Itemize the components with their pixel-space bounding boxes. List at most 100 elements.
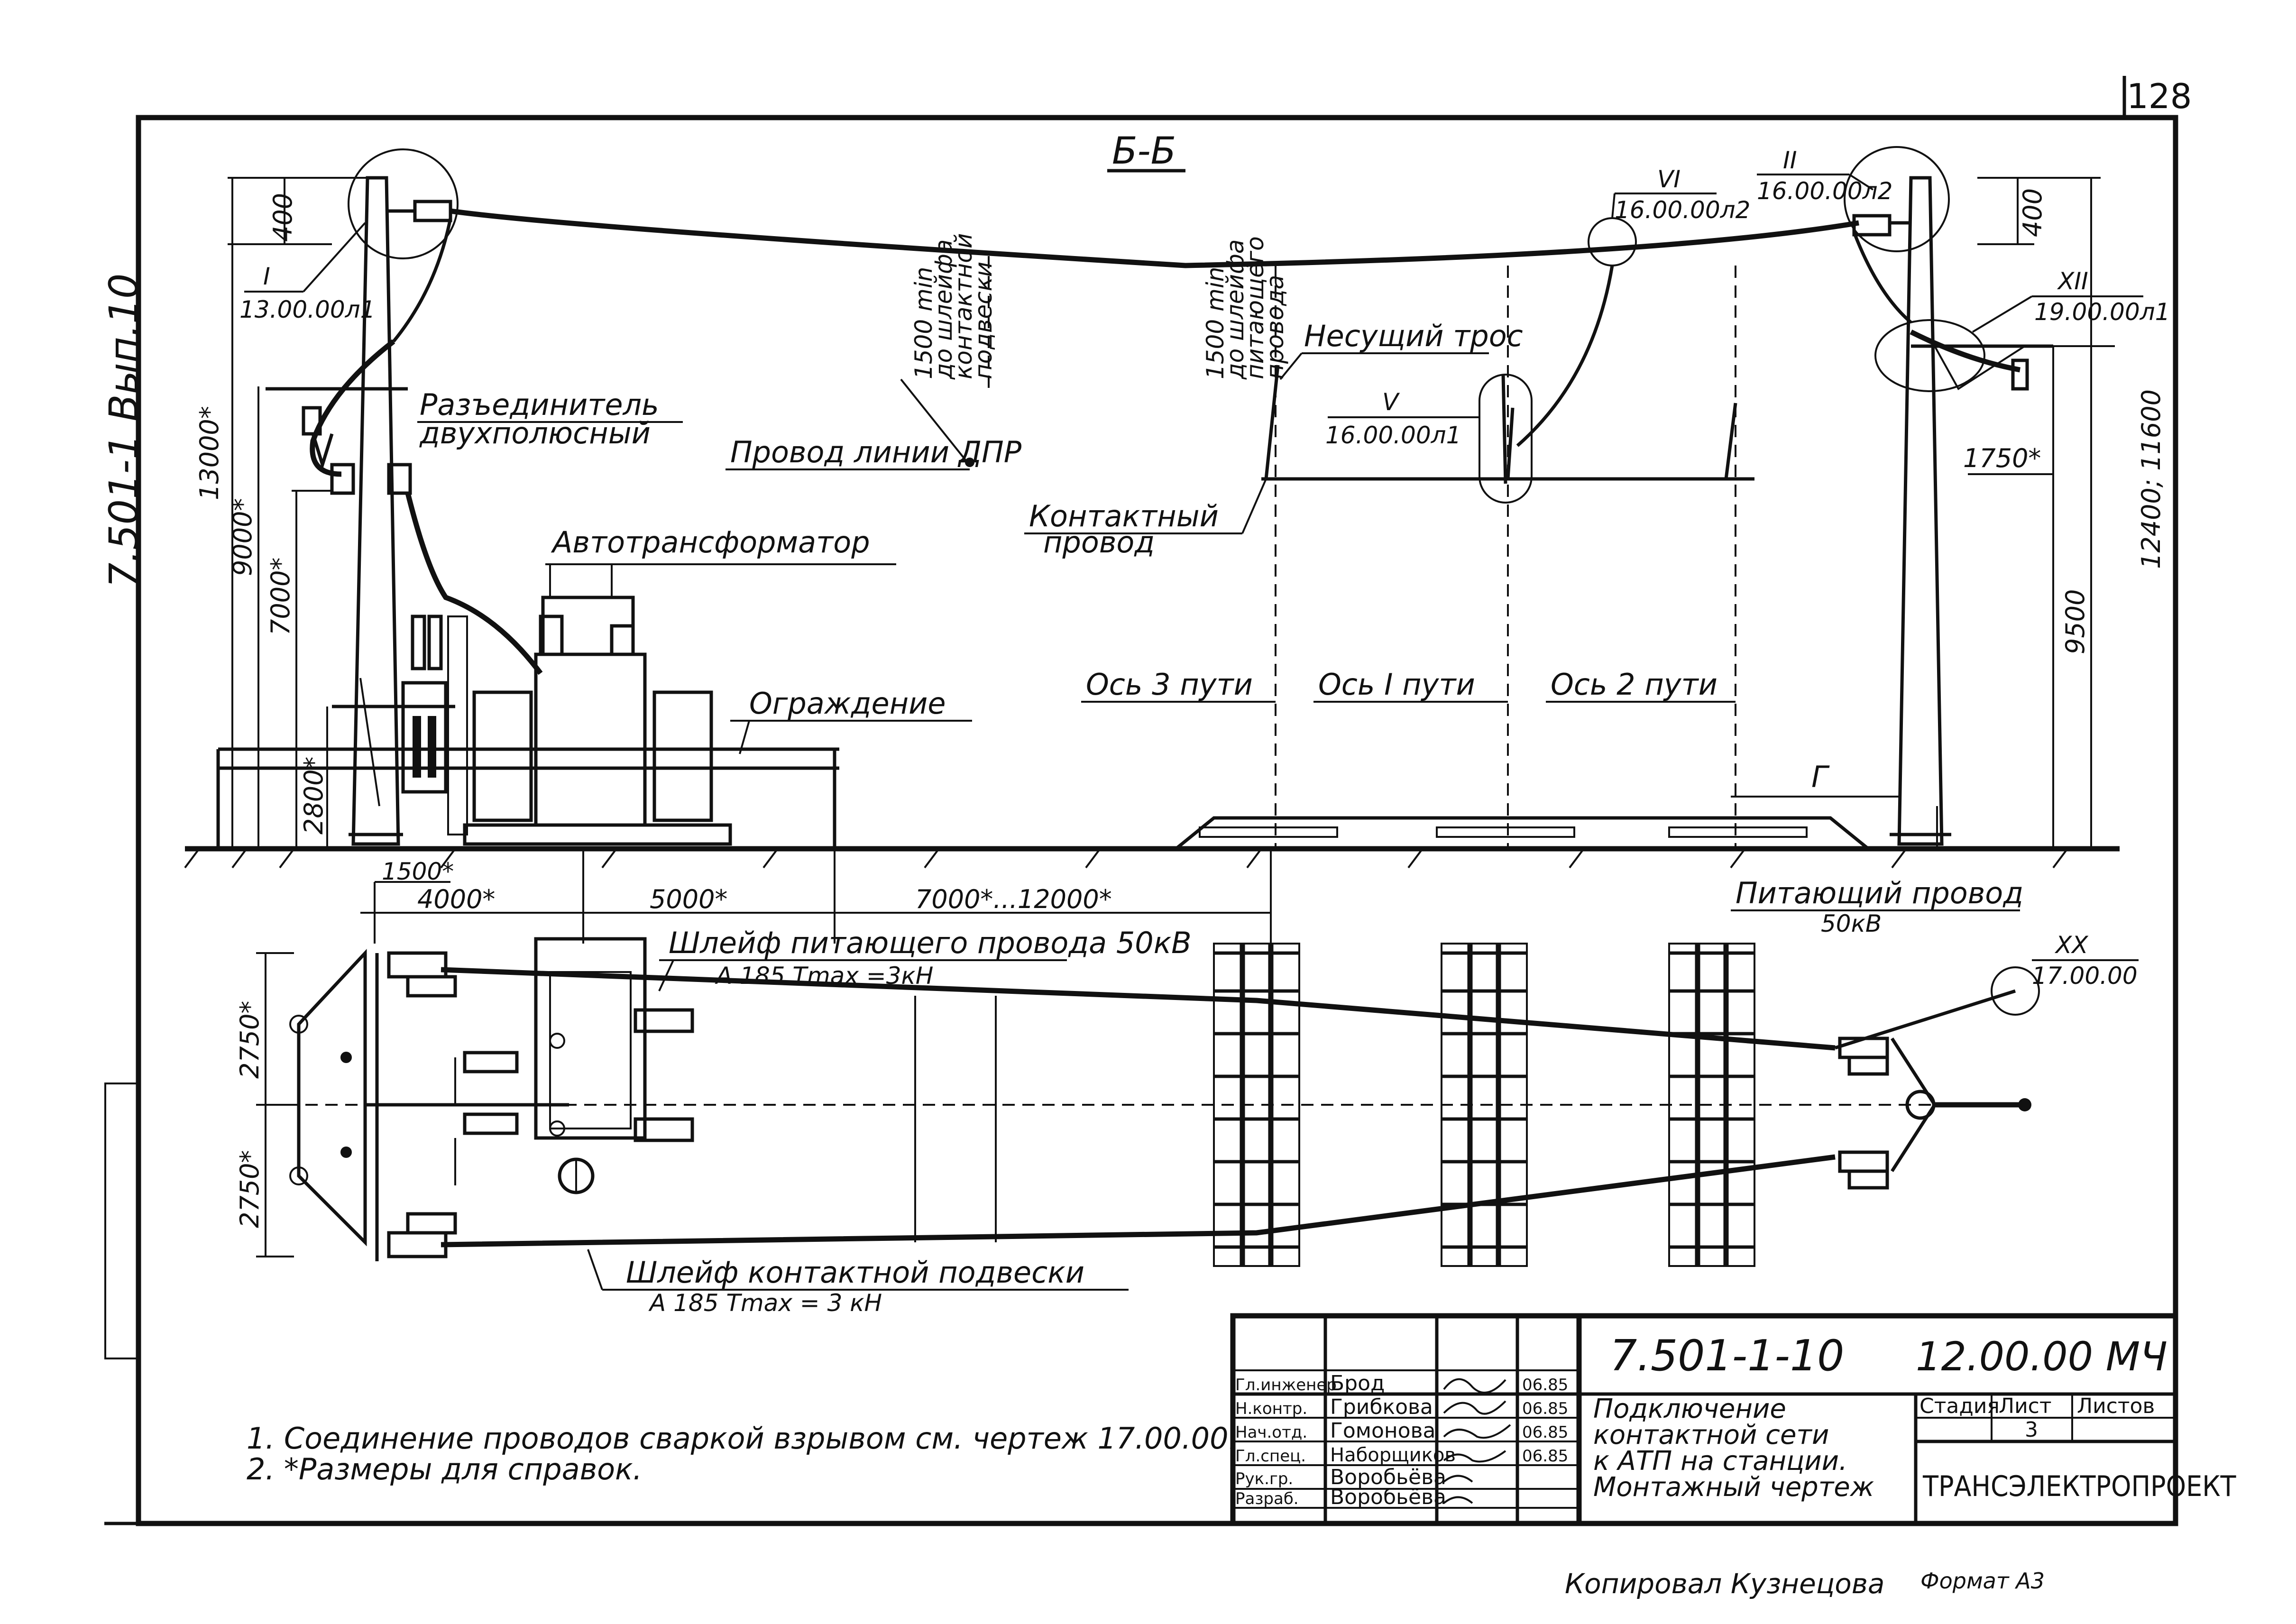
svg-text:Воробьёва: Воробьёва (1330, 1485, 1446, 1509)
dim-bottom-5000: 5000* (650, 884, 727, 914)
signature-2 (1443, 1400, 1506, 1415)
callout-v-ref: 16.00.00л1 (1325, 422, 1461, 449)
title-line-3: к АТП на станции. (1593, 1446, 1847, 1477)
signature-4 (1443, 1450, 1506, 1463)
drawing-notes: 1. Соединение проводов сваркой взрывом с… (247, 1421, 1238, 1486)
callout-xii-num: XII (2057, 267, 2088, 295)
callout-vi-ref: 16.00.00л2 (1615, 196, 1750, 224)
svg-text:Разраб.: Разраб. (1235, 1489, 1299, 1508)
sheet-code: 12.00.00 МЧ (1916, 1333, 2167, 1380)
axis-2-label: Ось 2 пути (1551, 667, 1717, 702)
dim-right-9500: 9500 (2060, 589, 2090, 654)
svg-text:06.85: 06.85 (1522, 1447, 1568, 1466)
right-insulator (1852, 214, 1892, 237)
callout-oval-v (1479, 374, 1533, 504)
right-pole (1897, 176, 1944, 846)
contact-loop-label-2: А 185 Tmax = 3 кН (648, 1289, 882, 1317)
feeder-label-1: Питающий провод (1736, 876, 2023, 910)
callout-i-ref: 13.00.00л1 (239, 296, 375, 323)
svg-text:контактной: контактной (950, 233, 977, 379)
org-name: ТРАНСЭЛЕКТРОПРОЕКТ (1922, 1470, 2237, 1503)
svg-text:Н.контр.: Н.контр. (1235, 1399, 1307, 1418)
contact-wire-label-2: провод (1043, 525, 1155, 560)
signature-3 (1443, 1424, 1511, 1439)
dim-bottom-7000-12000: 7000*...12000* (915, 884, 1112, 914)
track-ballast (1175, 816, 1870, 850)
svg-text:подвески: подвески (970, 262, 997, 379)
page-number: 128 (2127, 76, 2192, 116)
fence (218, 747, 839, 770)
track-3 (1213, 943, 1300, 1267)
callout-circle-i (348, 148, 459, 259)
svg-text:Гл.спец.: Гл.спец. (1235, 1447, 1306, 1466)
dim-left-400: 400 (268, 193, 298, 242)
callout-xx-ref: 17.00.00 (2032, 962, 2138, 990)
contact-loop-label-1: Шлейф контактной подвески (626, 1255, 1084, 1290)
dim-left-7000: 7000* (266, 558, 295, 635)
dim-left-2800: 2800* (299, 757, 329, 835)
disconnector-box (387, 463, 412, 495)
doc-code: 7.501-1-10 (1610, 1331, 1844, 1381)
svg-text:Воробьёва: Воробьёва (1330, 1465, 1446, 1489)
fence-label: Ограждение (749, 686, 946, 721)
dim-bottom-4000: 4000* (417, 884, 495, 914)
section-title: Б-Б (1112, 130, 1176, 173)
svg-text:Брод: Брод (1330, 1371, 1385, 1395)
svg-text:06.85: 06.85 (1522, 1423, 1568, 1442)
sheet-label: Лист (1999, 1394, 2052, 1418)
callout-vi-num: VI (1657, 165, 1681, 193)
autotransformer-tank (534, 652, 647, 827)
title-line-4: Монтажный чертеж (1593, 1472, 1874, 1503)
svg-text:Грибкова: Грибкова (1330, 1395, 1433, 1419)
svg-text:1500 min: 1500 min (910, 267, 937, 379)
feeder-label-2: 50кВ (1821, 910, 1882, 937)
callout-circle-vi (1588, 217, 1637, 266)
dpr-wire-label: Провод линии ДПР (730, 435, 1022, 469)
title-line-1: Подключение (1593, 1394, 1786, 1424)
note-1: 1. Соединение проводов сваркой взрывом с… (247, 1421, 1238, 1456)
format-label: Формат А3 (1920, 1568, 2045, 1594)
gamma-label: Г (1811, 760, 1830, 794)
feeder-loop-label-2: А 185 Tmax =3кН (715, 962, 933, 990)
signature-5 (1443, 1475, 1473, 1483)
feeder-loop (441, 967, 1836, 1051)
autotransformer-label: Автотрансформатор (551, 525, 870, 560)
callout-circle-ii (1844, 146, 1950, 252)
note-a: 1500 min до шлейфа контактной подвески (910, 233, 997, 380)
radiator-left (472, 690, 533, 822)
svg-text:Гл.инженер: Гл.инженер (1235, 1376, 1337, 1395)
callout-v-num: V (1382, 388, 1400, 416)
side-code: 7.501-1 Вып.10 (101, 274, 147, 588)
contact-wire-label-1: Контактный (1029, 499, 1219, 533)
plan-pole-right (1905, 1090, 1936, 1120)
callout-ii-ref: 16.00.00л2 (1757, 177, 1892, 205)
sheets-label: Листов (2077, 1394, 2155, 1418)
messenger-label: Несущий трос (1304, 319, 1523, 353)
title-block: 7.501-1-10 12.00.00 МЧ Подключение конта… (1230, 1313, 2237, 1526)
dim-left-13000: 13000* (194, 406, 224, 500)
svg-text:до шлейфа: до шлейфа (1221, 239, 1249, 380)
plan-dim-upper: 2750* (235, 1001, 265, 1079)
title-line-2: контактной сети (1593, 1420, 1829, 1450)
left-insulator (413, 200, 452, 222)
callout-xx-num: XX (2054, 931, 2089, 959)
svg-text:06.85: 06.85 (1522, 1399, 1568, 1418)
disconnector-label-1: Разъединитель (420, 387, 659, 422)
drawing-frame (136, 115, 2178, 1526)
svg-text:Гомонова: Гомонова (1330, 1419, 1435, 1443)
stage-label: Стадия (1919, 1394, 2000, 1418)
signature-6 (1443, 1496, 1473, 1504)
contact-loop (441, 1154, 1836, 1248)
callout-i-num: I (263, 263, 270, 290)
track-1 (1441, 943, 1528, 1267)
dim-right-12400: 12400; 11600 (2136, 389, 2166, 569)
svg-text:Рук.гр.: Рук.гр. (1235, 1469, 1293, 1488)
dim-bottom-1500: 1500* (382, 858, 454, 885)
signature-1 (1443, 1378, 1506, 1394)
note-2: 2. *Размеры для справок. (247, 1452, 642, 1486)
svg-text:06.85: 06.85 (1522, 1376, 1568, 1395)
svg-text:1500 min: 1500 min (1202, 267, 1229, 379)
sheet-number: 3 (2025, 1418, 2038, 1442)
dim-left-9000: 9000* (228, 498, 257, 576)
